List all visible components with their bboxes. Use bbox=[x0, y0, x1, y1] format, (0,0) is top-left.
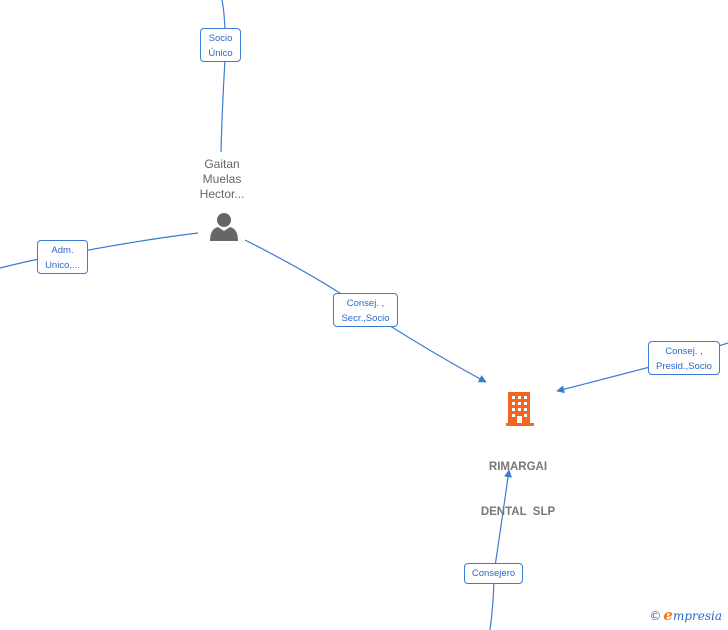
edge-label-socio-unico[interactable]: Socio Único bbox=[200, 28, 241, 62]
edge-label-line: Socio bbox=[208, 33, 233, 44]
edge-label-line: Único bbox=[208, 48, 233, 59]
edge-label-line: Consejero bbox=[471, 568, 516, 579]
edge-label-consej-secr[interactable]: Consej. , Secr.,Socio bbox=[333, 293, 398, 327]
person-name[interactable]: Gaitan Muelas Hector... bbox=[186, 157, 258, 202]
company-name-line: RIMARGAI bbox=[488, 461, 548, 473]
edge-socio-unico-line bbox=[220, 0, 226, 153]
edge-label-adm-unico[interactable]: Adm. Unico,... bbox=[37, 240, 88, 274]
edge-label-line: Secr.,Socio bbox=[341, 313, 390, 324]
company-name-line: DENTAL SLP bbox=[480, 506, 556, 518]
person-icon[interactable] bbox=[210, 213, 238, 241]
edge-label-consej-presid[interactable]: Consej. , Presid.,Socio bbox=[648, 341, 720, 375]
person-name-line: Gaitan bbox=[204, 157, 240, 171]
edge-label-line: Consej. , bbox=[346, 298, 385, 309]
person-name-line: Hector... bbox=[199, 187, 245, 201]
person-name-line: Muelas bbox=[202, 172, 242, 186]
edge-label-line: Adm. bbox=[51, 245, 74, 256]
company-name[interactable]: RIMARGAI DENTAL SLP bbox=[463, 430, 573, 535]
edge-adm-unico-line bbox=[0, 232, 199, 269]
empresia-logo-text: mpresia bbox=[672, 609, 722, 623]
copyright-symbol: © bbox=[649, 609, 662, 623]
edge-label-line: Presid.,Socio bbox=[656, 361, 712, 372]
empresia-logo-initial: e bbox=[663, 606, 673, 624]
edge-label-consejero[interactable]: Consejero bbox=[464, 563, 523, 584]
edge-label-line: Unico,... bbox=[45, 260, 80, 271]
edge-label-line: Consej. , bbox=[665, 346, 703, 357]
empresia-watermark: ©empresia bbox=[649, 606, 722, 624]
building-icon[interactable] bbox=[506, 392, 534, 426]
